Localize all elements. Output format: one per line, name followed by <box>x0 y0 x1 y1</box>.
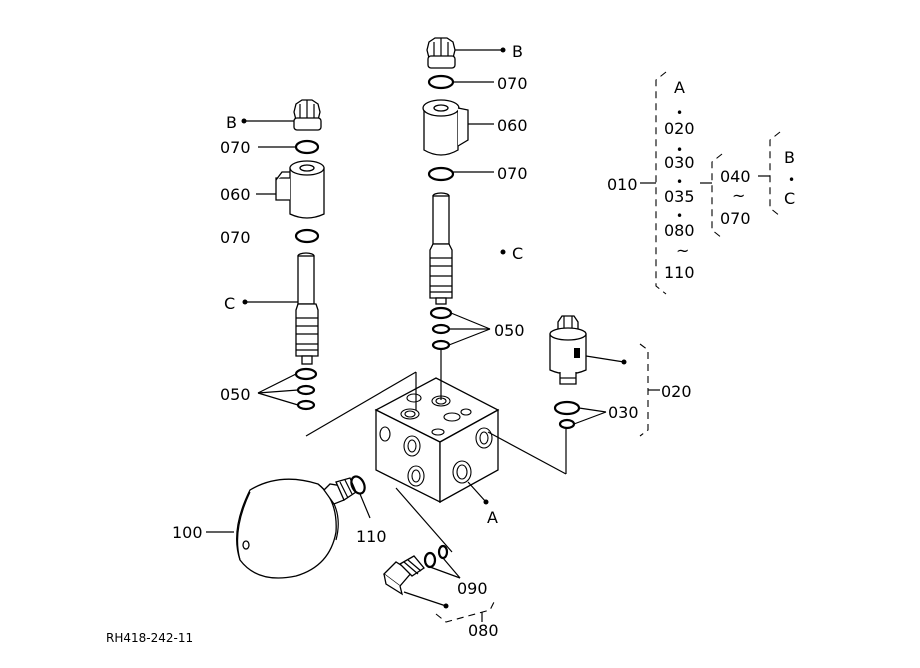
center-callout-060: 060 <box>497 116 528 135</box>
left-coil <box>275 160 325 219</box>
left-valve-stack: B 070 060 070 <box>220 99 325 411</box>
left-oring-050-c <box>296 399 316 411</box>
center-cap <box>426 37 456 69</box>
left-callout-c: C <box>224 294 235 313</box>
svg-text:•: • <box>788 173 795 187</box>
plug-oring-a <box>423 551 437 569</box>
right-oring-030-a <box>553 400 581 416</box>
left-oring-050-a <box>294 367 318 381</box>
center-oring-050-b <box>431 323 451 335</box>
legend-col3-c: C <box>784 189 795 208</box>
legend-col3-b: B <box>784 148 795 167</box>
svg-text:•: • <box>676 106 683 120</box>
center-oring-bottom <box>427 166 455 182</box>
plug-oring-b <box>437 544 449 560</box>
center-callout-050: 050 <box>494 321 525 340</box>
left-oring-bottom <box>294 228 320 244</box>
right-callout-030: 030 <box>608 403 639 422</box>
center-cartridge <box>429 192 453 305</box>
left-callout-060: 060 <box>220 185 251 204</box>
center-callout-070-bottom: 070 <box>497 164 528 183</box>
left-callout-050: 050 <box>220 385 251 404</box>
block-callout-a: A <box>487 508 498 527</box>
left-callout-b: B <box>226 113 237 132</box>
svg-text:•: • <box>676 175 683 189</box>
legend-col1-4: 080 <box>664 221 695 240</box>
center-valve-stack: B 070 060 070 C <box>422 37 528 351</box>
legend-col2-040: 040 <box>720 167 751 186</box>
legend-col1-2: 030 <box>664 153 695 172</box>
legend-col1-5: 110 <box>664 263 695 282</box>
oring-110 <box>350 475 366 495</box>
center-oring-050-c <box>431 339 451 351</box>
svg-text:~: ~ <box>676 241 689 260</box>
right-callout-020: 020 <box>661 382 692 401</box>
center-oring-050-a <box>429 306 453 320</box>
kit-legend: 010 A • 020 • 030 • 035 • 080 ~ 110 040 … <box>607 71 795 295</box>
manifold-block <box>374 377 500 504</box>
oring-callout-110: 110 <box>356 527 387 546</box>
legend-col2-070: 070 <box>720 209 751 228</box>
legend-col1-0: A <box>674 78 685 97</box>
legend-col1-1: 020 <box>664 119 695 138</box>
drawing-code: RH418-242-11 <box>106 631 193 645</box>
legend-col1-3: 035 <box>664 187 695 206</box>
center-callout-070-top: 070 <box>497 74 528 93</box>
accumulator-callout-100: 100 <box>172 523 203 542</box>
left-oring-top <box>294 139 320 155</box>
plug <box>383 555 425 596</box>
left-cartridge <box>295 252 319 365</box>
center-oring-top <box>427 74 455 90</box>
plug-callout-080: 080 <box>468 621 499 640</box>
left-callout-070-top: 070 <box>220 138 251 157</box>
left-callout-070-bottom: 070 <box>220 228 251 247</box>
center-callout-b: B <box>512 42 523 61</box>
guide-bottom <box>395 487 453 553</box>
svg-text:•: • <box>676 209 683 223</box>
left-cap <box>293 99 322 131</box>
legend-010: 010 <box>607 175 638 194</box>
right-valve <box>549 315 587 385</box>
svg-text:~: ~ <box>732 186 745 205</box>
left-oring-050-b <box>296 384 316 396</box>
accumulator <box>236 477 357 579</box>
svg-text:•: • <box>676 143 683 157</box>
center-coil <box>422 99 469 156</box>
plug-callout-090: 090 <box>457 579 488 598</box>
right-oring-030-b <box>558 418 576 430</box>
guide-right <box>487 431 567 475</box>
guide-left <box>305 371 417 437</box>
center-callout-c: C <box>512 244 523 263</box>
